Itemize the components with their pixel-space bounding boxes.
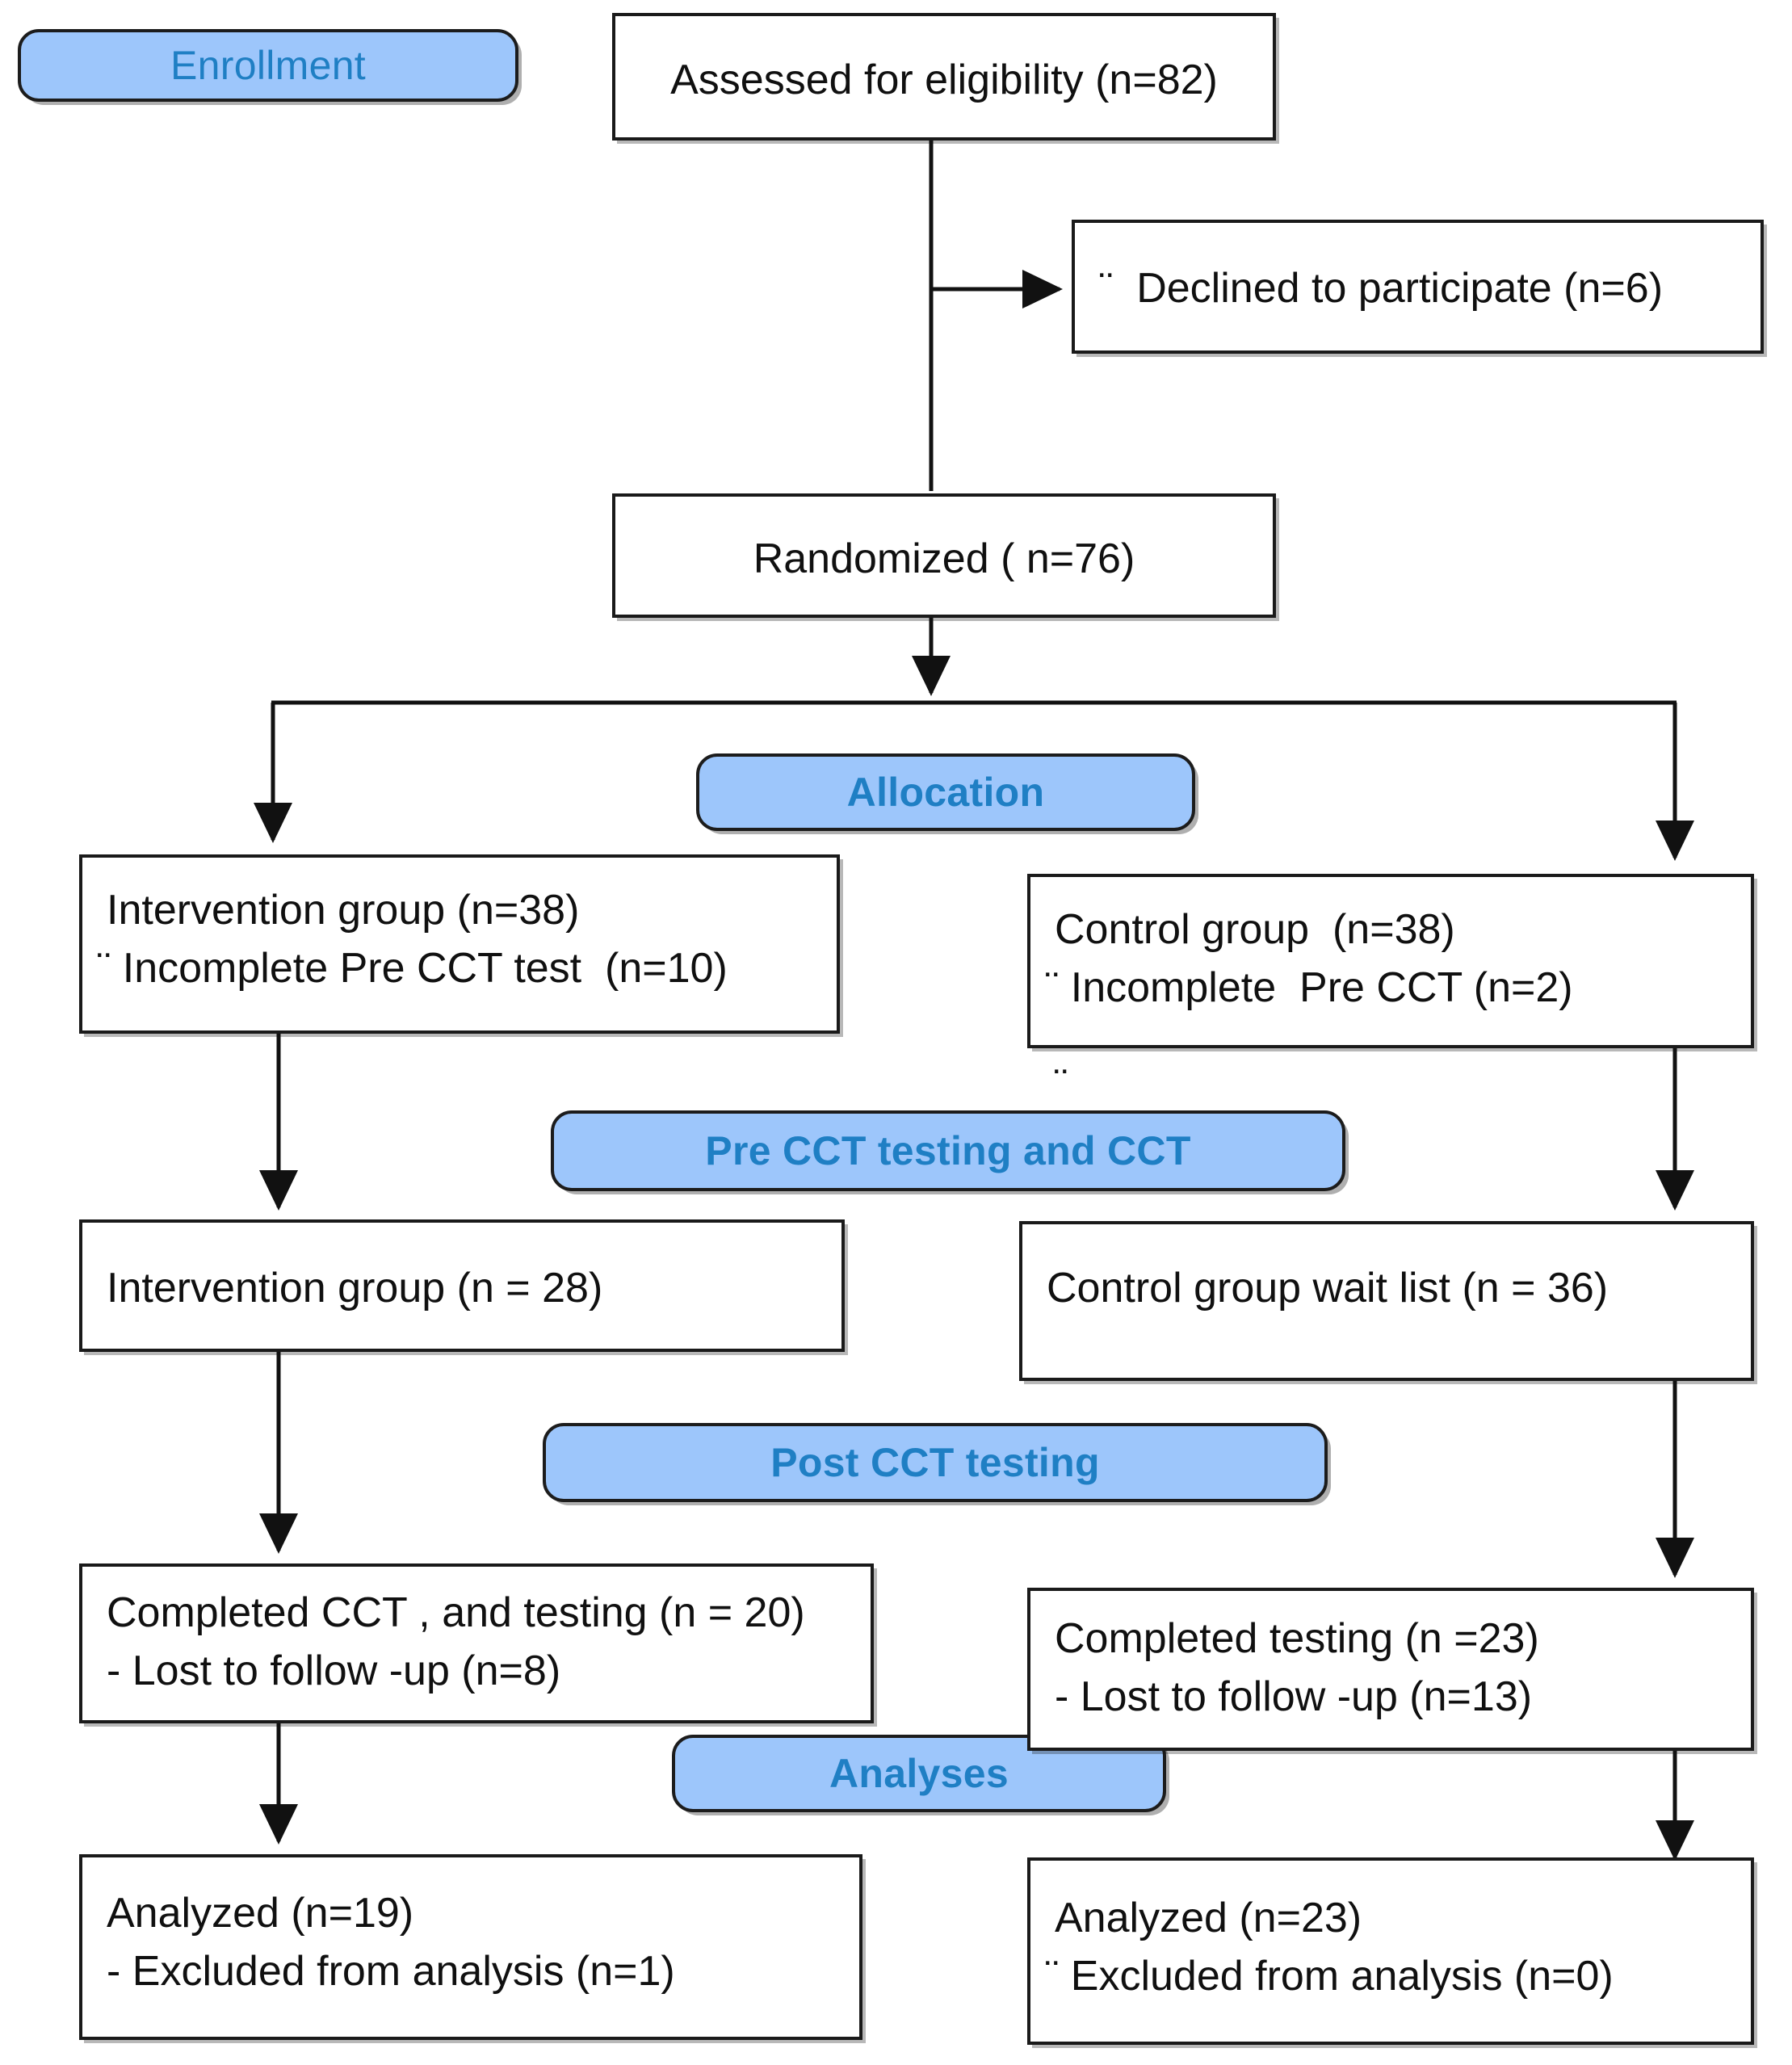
node-intervention-analyzed-line2: - Excluded from analysis (n=1) [107,1948,675,1995]
node-intervention-pre-cct-line1: Intervention group (n = 28) [107,1265,603,1312]
node-intervention-allocation: Intervention group (n=38) ¨ Incomplete P… [79,854,840,1034]
node-control-analyzed-line2: ¨ Excluded from analysis (n=0) [1045,1953,1614,2000]
node-intervention-analyzed: Analyzed (n=19) - Excluded from analysis… [79,1854,862,2040]
banner-pre-cct: Pre CCT testing and CCT [551,1110,1345,1191]
node-control-post-cct: Completed testing (n =23) - Lost to foll… [1027,1588,1754,1751]
banner-pre-cct-label: Pre CCT testing and CCT [705,1128,1191,1173]
node-control-allocation-line2: ¨ Incomplete Pre CCT (n=2) [1045,964,1573,1011]
banner-allocation-label: Allocation [846,770,1045,815]
node-control-allocation: Control group (n=38) ¨ Incomplete Pre CC… [1027,874,1754,1048]
banner-analyses: Analyses [672,1735,1166,1812]
node-control-post-cct-line2: - Lost to follow -up (n=13) [1055,1673,1533,1720]
node-assessed-for-eligibility: Assessed for eligibility (n=82) [612,13,1276,141]
node-intervention-post-cct-line1: Completed CCT , and testing (n = 20) [107,1589,805,1636]
node-control-pre-cct: Control group wait list (n = 36) [1019,1221,1754,1381]
node-control-allocation-line1: Control group (n=38) [1055,906,1455,953]
node-intervention-post-cct-line2: - Lost to follow -up (n=8) [107,1647,561,1694]
banner-allocation: Allocation [696,753,1195,831]
banner-post-cct-label: Post CCT testing [770,1440,1100,1485]
banner-post-cct: Post CCT testing [543,1423,1328,1502]
node-intervention-allocation-line1: Intervention group (n=38) [107,887,580,934]
node-declined-line1: ¨ Declined to participate (n=6) [1099,265,1664,312]
node-intervention-analyzed-line1: Analyzed (n=19) [107,1890,414,1937]
stray-diaeresis-mark: ¨ [1054,1061,1068,1108]
node-randomized-line1: Randomized ( n=76) [753,535,1135,582]
banner-analyses-label: Analyses [829,1751,1009,1796]
node-control-pre-cct-line1: Control group wait list (n = 36) [1047,1265,1609,1312]
node-assessed-line1: Assessed for eligibility (n=82) [670,57,1218,103]
node-randomized: Randomized ( n=76) [612,493,1276,618]
banner-enrollment: Enrollment [18,29,518,102]
node-control-analyzed: Analyzed (n=23) ¨ Excluded from analysis… [1027,1857,1754,2045]
node-declined-to-participate: ¨ Declined to participate (n=6) [1072,220,1764,354]
node-control-analyzed-line1: Analyzed (n=23) [1055,1895,1362,1941]
node-intervention-allocation-line2: ¨ Incomplete Pre CCT test (n=10) [97,945,728,992]
node-intervention-pre-cct: Intervention group (n = 28) [79,1219,845,1352]
node-control-post-cct-line1: Completed testing (n =23) [1055,1615,1539,1662]
node-intervention-post-cct: Completed CCT , and testing (n = 20) - L… [79,1563,874,1723]
banner-enrollment-label: Enrollment [170,43,366,88]
